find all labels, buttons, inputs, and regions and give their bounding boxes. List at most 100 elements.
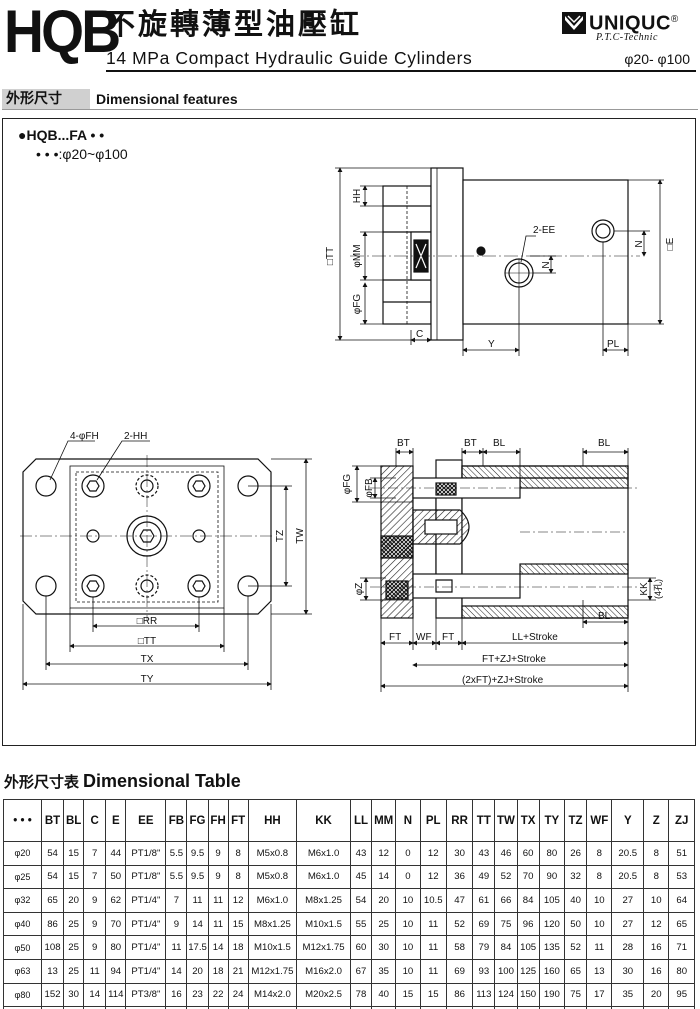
table-cell: 14 bbox=[371, 864, 397, 890]
table-cell: 124 bbox=[494, 982, 518, 1008]
column-header: TY bbox=[538, 799, 566, 842]
table-cell: 25 bbox=[63, 911, 85, 937]
table-cell: 80 bbox=[538, 841, 566, 866]
table-cell: 30 bbox=[227, 1006, 249, 1009]
table-cell: 14 bbox=[207, 935, 229, 960]
table-cell: 11 bbox=[586, 935, 613, 960]
column-header: TW bbox=[494, 799, 518, 842]
table-cell: 15 bbox=[395, 982, 421, 1008]
label-ty: TY bbox=[141, 674, 154, 685]
table-cell: 69 bbox=[445, 958, 474, 984]
table-cell: 84 bbox=[494, 935, 518, 960]
label-y: Y bbox=[488, 339, 495, 350]
table-cell: PT1/4" bbox=[125, 911, 167, 937]
table-cell: 26 bbox=[186, 1006, 209, 1009]
label-n-right: N bbox=[634, 240, 645, 247]
table-cell: 7 bbox=[83, 864, 107, 890]
table-cell: 18 bbox=[227, 935, 249, 960]
page-header: HQB 不旋轉薄型油壓缸 14 MPa Compact Hydraulic Gu… bbox=[0, 0, 700, 78]
table-cell: 65 bbox=[40, 888, 65, 913]
column-header: TX bbox=[516, 799, 540, 842]
table-cell: 12 bbox=[643, 911, 670, 937]
label-bl2: BL bbox=[598, 438, 611, 449]
table-cell: 20 bbox=[371, 888, 397, 913]
section-title-en: Dimensional features bbox=[96, 91, 238, 107]
label-mm: φMM bbox=[352, 244, 363, 267]
column-header: Z bbox=[643, 799, 670, 842]
label-tw: TW bbox=[295, 528, 306, 544]
table-cell: M6x1.0 bbox=[296, 864, 351, 890]
table-cell: 67 bbox=[349, 958, 373, 984]
table-cell: 95 bbox=[668, 982, 695, 1008]
table-cell: 7 bbox=[165, 888, 188, 913]
column-header: C bbox=[83, 799, 107, 842]
table-cell: 135 bbox=[538, 935, 566, 960]
column-header: LL bbox=[349, 799, 373, 842]
label-fh: 4-φFH bbox=[70, 431, 99, 442]
table-cell: 79 bbox=[472, 935, 496, 960]
table-cell: 60 bbox=[516, 841, 540, 866]
table-cell: 25 bbox=[63, 935, 85, 960]
section-view bbox=[370, 459, 640, 619]
table-cell: PT1/8" bbox=[125, 864, 167, 890]
table-cell: 113 bbox=[472, 982, 496, 1008]
table-cell: 20.5 bbox=[611, 864, 645, 890]
label-ee: 2-EE bbox=[533, 225, 556, 236]
table-cell: 24 bbox=[227, 982, 249, 1008]
column-header: E bbox=[105, 799, 127, 842]
column-header: Y bbox=[611, 799, 645, 842]
table-cell: φ20 bbox=[3, 841, 42, 866]
table-cell: 15 bbox=[227, 911, 249, 937]
table-cell: PT1/4" bbox=[125, 958, 167, 984]
label-pl: PL bbox=[607, 339, 620, 350]
table-cell: 52 bbox=[445, 911, 474, 937]
front-view bbox=[20, 455, 275, 620]
label-tz: TZ bbox=[275, 530, 286, 542]
table-cell: 11 bbox=[207, 888, 229, 913]
table-cell: 8 bbox=[227, 864, 249, 890]
table-cell: φ32 bbox=[3, 888, 42, 913]
table-cell: 20 bbox=[186, 958, 209, 984]
column-header: FB bbox=[165, 799, 188, 842]
table-cell: 20 bbox=[63, 888, 85, 913]
table-cell: 44 bbox=[105, 841, 127, 866]
label-bt2: BT bbox=[464, 438, 477, 449]
label-tt: □TT bbox=[325, 247, 336, 265]
table-cell: 17 bbox=[586, 982, 613, 1008]
table-cell: 215 bbox=[538, 1006, 566, 1009]
column-header: MM bbox=[371, 799, 397, 842]
table-cell: 23 bbox=[186, 982, 209, 1008]
table-cell: PT3/8" bbox=[125, 982, 167, 1008]
table-cell: 60 bbox=[349, 935, 373, 960]
bore-range: φ20- φ100 bbox=[624, 51, 690, 67]
table-cell: 17 bbox=[586, 1006, 613, 1009]
table-cell: φ63 bbox=[3, 958, 42, 984]
table-cell: 30 bbox=[63, 982, 85, 1008]
table-cell: 45 bbox=[349, 864, 373, 890]
table-cell: PT1/4" bbox=[125, 935, 167, 960]
label-fb: φFB bbox=[364, 478, 375, 498]
label-tx: TX bbox=[141, 654, 154, 665]
table-cell: 13 bbox=[586, 958, 613, 984]
table-cell: 12 bbox=[227, 888, 249, 913]
title-english: 14 MPa Compact Hydraulic Guide Cylinders bbox=[106, 48, 473, 68]
section-divider bbox=[2, 109, 698, 110]
table-cell: 14 bbox=[83, 1006, 107, 1009]
table-cell: M5x0.8 bbox=[247, 864, 298, 890]
table-cell: 13 bbox=[40, 958, 65, 984]
table-cell: 125 bbox=[516, 958, 540, 984]
title-underline bbox=[106, 70, 696, 72]
label-ft-zj-stroke: FT+ZJ+Stroke bbox=[482, 654, 546, 665]
table-cell: 10 bbox=[643, 888, 670, 913]
table-cell: 9.5 bbox=[186, 864, 209, 890]
table-cell: 71 bbox=[668, 935, 695, 960]
table-cell: 80 bbox=[668, 958, 695, 984]
table-cell: 0 bbox=[395, 864, 421, 890]
table-cell: 175 bbox=[40, 1006, 65, 1009]
table-cell: 11 bbox=[207, 911, 229, 937]
registered-mark: ® bbox=[670, 14, 679, 25]
technical-drawings: □TT HH φMM φFG C 2-EE N N □E Y PL bbox=[20, 167, 676, 692]
